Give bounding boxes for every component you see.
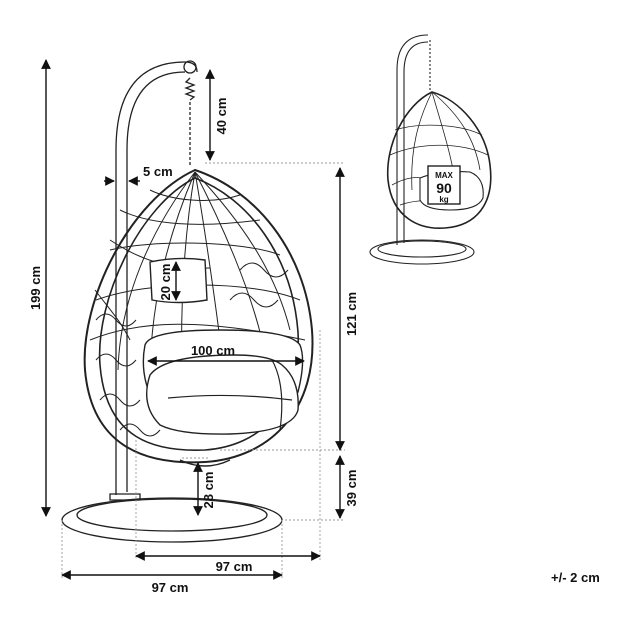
basket-rim	[98, 177, 299, 451]
stand-pole-inner	[126, 71, 186, 492]
seat-cushion	[146, 354, 299, 435]
small-stand-base-inner	[377, 240, 467, 258]
small-stand-pole	[396, 34, 429, 245]
label-basket-width: 97 cm	[216, 559, 253, 574]
basket-outline	[83, 168, 314, 464]
label-chain-length: 40 cm	[214, 98, 229, 135]
max-load-badge-text: MAX 90 kg	[435, 171, 453, 204]
main-chair	[61, 60, 314, 543]
label-pillow-height: 20 cm	[158, 264, 173, 301]
label-total-height: 199 cm	[28, 266, 43, 310]
stand-pole	[115, 61, 198, 495]
guide-lines	[61, 162, 345, 578]
max-load-badge	[427, 165, 461, 205]
stand-base	[61, 497, 283, 543]
small-stand-base	[369, 239, 475, 265]
label-basket-height: 121 cm	[344, 292, 359, 336]
dimension-labels: 199 cm 40 cm 5 cm 20 cm 100 cm 121 cm 39…	[28, 98, 600, 595]
badge-max: MAX	[435, 171, 453, 180]
small-stand-pole-inner	[403, 41, 429, 243]
label-frame-gap: 5 cm	[143, 164, 173, 179]
tolerance-note: +/- 2 cm	[551, 570, 600, 585]
seat-cushion-top	[167, 394, 293, 401]
small-basket-outline	[386, 91, 492, 229]
label-base-clearance: 39 cm	[344, 470, 359, 507]
label-seat-width: 100 cm	[191, 343, 235, 358]
dimension-lines	[41, 59, 345, 580]
stand-base-inner	[76, 498, 268, 532]
badge-value: 90	[436, 180, 452, 196]
label-seat-clearance: 28 cm	[201, 472, 216, 509]
small-chair	[369, 34, 492, 265]
badge-unit: kg	[439, 195, 448, 204]
pole-top-cap	[183, 60, 197, 74]
base-joint	[109, 493, 141, 501]
basket-bottom	[179, 459, 231, 467]
label-base-width: 97 cm	[152, 580, 189, 595]
spring	[184, 77, 196, 101]
basket-weave	[89, 171, 306, 437]
